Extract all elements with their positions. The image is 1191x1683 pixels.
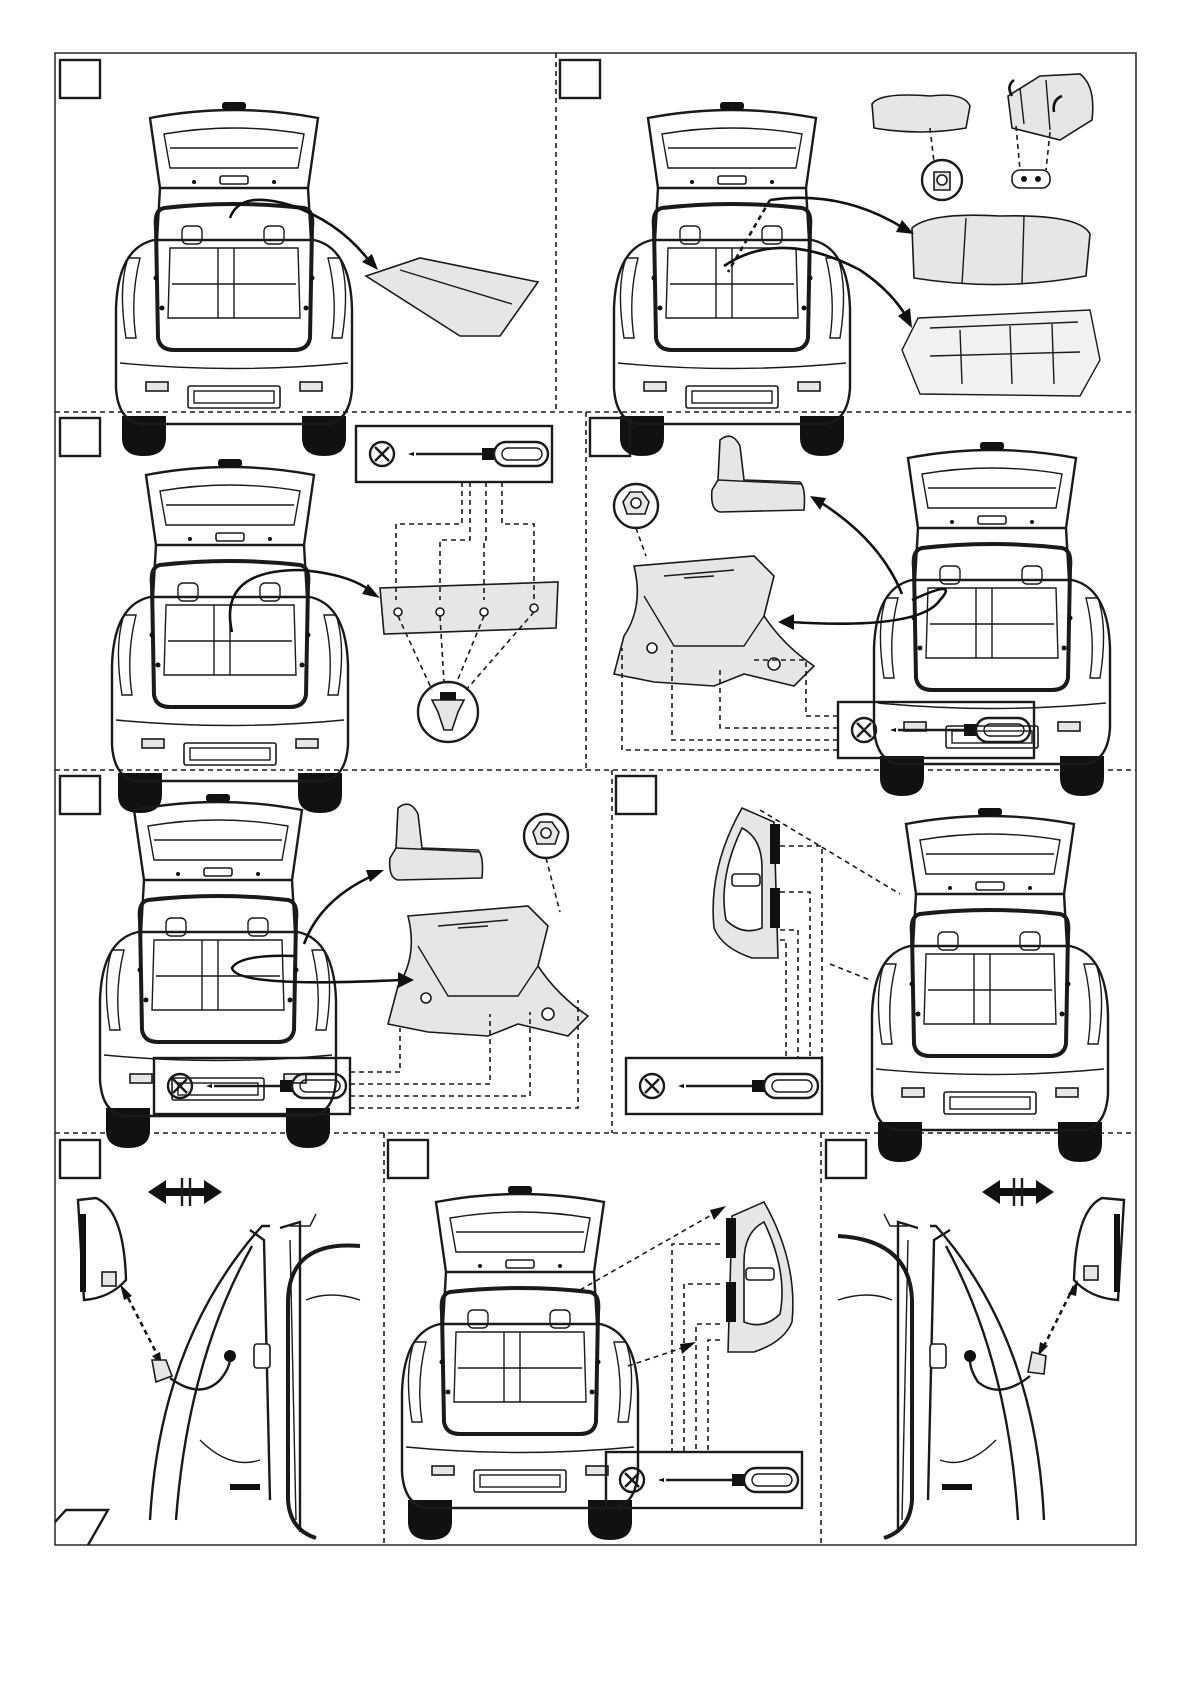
step-marker — [60, 776, 100, 814]
torx-screwdriver-icon — [606, 1452, 802, 1508]
step-marker — [826, 1140, 866, 1178]
car-rear-illustration — [116, 102, 352, 456]
double-arrow-icon — [148, 1180, 222, 1204]
side-trim-panel — [388, 906, 588, 1036]
torx-screwdriver-icon — [626, 1058, 822, 1114]
seat-side-cover — [390, 804, 483, 880]
step-3-panel — [60, 418, 558, 813]
step-marker — [616, 776, 656, 814]
parcel-shelf — [366, 258, 538, 336]
step-marker — [388, 1140, 428, 1178]
tail-lamp-illustration — [713, 808, 780, 958]
step-6-panel — [616, 776, 1108, 1162]
tail-lamp-illustration — [726, 1202, 793, 1352]
clip-nut-detail — [614, 484, 658, 528]
page-corner-tab — [55, 1510, 108, 1545]
step-marker — [60, 418, 100, 456]
car-rear-illustration — [614, 102, 850, 456]
step-marker — [60, 60, 100, 98]
rear-seat-cushion — [912, 215, 1090, 284]
car-rear-illustration — [872, 808, 1108, 1162]
torx-screwdriver-icon — [356, 426, 552, 482]
step-8-panel — [388, 1140, 802, 1540]
seat-side-cover — [712, 436, 805, 512]
step-marker — [60, 1140, 100, 1178]
step-2-panel — [560, 60, 1100, 456]
step-5-panel — [60, 776, 588, 1148]
clip-nut-detail — [524, 814, 568, 858]
step-7-panel — [60, 1140, 360, 1538]
step-1-panel — [60, 60, 538, 456]
double-arrow-icon — [982, 1180, 1054, 1204]
step-marker — [560, 60, 600, 98]
car-rear-illustration — [402, 1186, 638, 1540]
step-4-panel — [590, 418, 1110, 796]
car-rear-illustration — [112, 459, 348, 813]
step-9-panel — [826, 1140, 1124, 1538]
car-rear-illustration — [100, 794, 336, 1148]
